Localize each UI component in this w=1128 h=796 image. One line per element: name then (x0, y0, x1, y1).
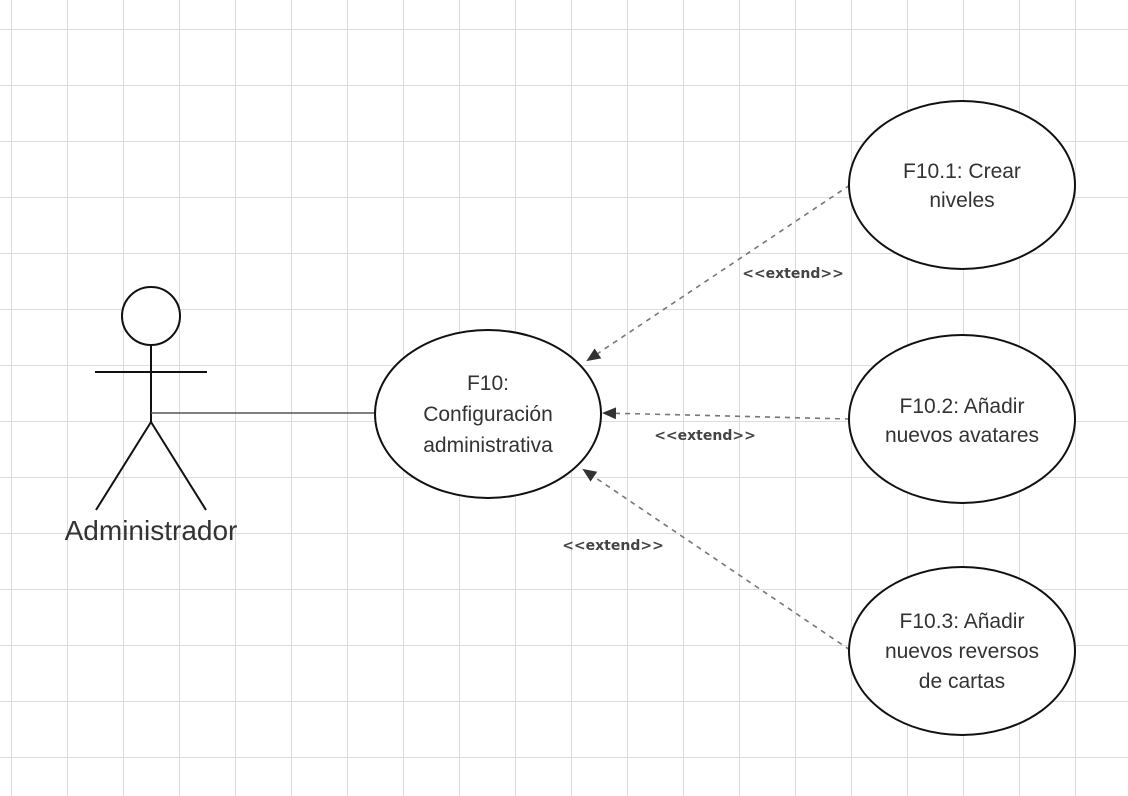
use-case-f10-2-line-2: nuevos avatares (885, 424, 1039, 447)
use-case-f10-3-ellipse (848, 566, 1076, 736)
actor-right-leg (150, 421, 207, 511)
use-case-f10-2-ellipse (848, 334, 1076, 504)
use-case-f10-line-2: Configuración (423, 403, 553, 426)
extend-label-1: <<extend>> (742, 266, 844, 282)
actor-figure (95, 286, 207, 511)
use-case-f10-1[interactable]: F10.1: Crear niveles (848, 100, 1076, 270)
extend-label-2: <<extend>> (654, 428, 756, 444)
use-case-f10-3-line-1: F10.3: Añadir (900, 610, 1025, 633)
extend-arrow-2 (602, 407, 851, 420)
actor-left-leg (95, 421, 152, 511)
use-case-f10-2-line-1: F10.2: Añadir (900, 395, 1025, 418)
extend-arrow-3 (582, 468, 851, 651)
extend-arrow-1 (586, 184, 851, 362)
use-case-f10-3[interactable]: F10.3: Añadir nuevos reversos de cartas (848, 566, 1076, 736)
actor-name: Administrador (65, 515, 238, 546)
use-case-f10-2[interactable]: F10.2: Añadir nuevos avatares (848, 334, 1076, 504)
use-case-f10-ellipse (374, 329, 602, 499)
use-case-f10-1-line-1: F10.1: Crear (903, 160, 1021, 183)
use-case-f10-1-line-2: niveles (929, 189, 994, 212)
use-case-f10-1-ellipse (848, 100, 1076, 270)
use-case-f10[interactable]: F10: Configuración administrativa (374, 329, 602, 499)
use-case-f10-3-line-3: de cartas (919, 670, 1005, 693)
use-case-f10-3-line-2: nuevos reversos (885, 640, 1039, 663)
use-case-f10-line-3: administrativa (423, 434, 553, 457)
extend-label-3: <<extend>> (562, 538, 664, 554)
actor-head (121, 286, 181, 346)
use-case-f10-line-1: F10: (467, 372, 509, 395)
